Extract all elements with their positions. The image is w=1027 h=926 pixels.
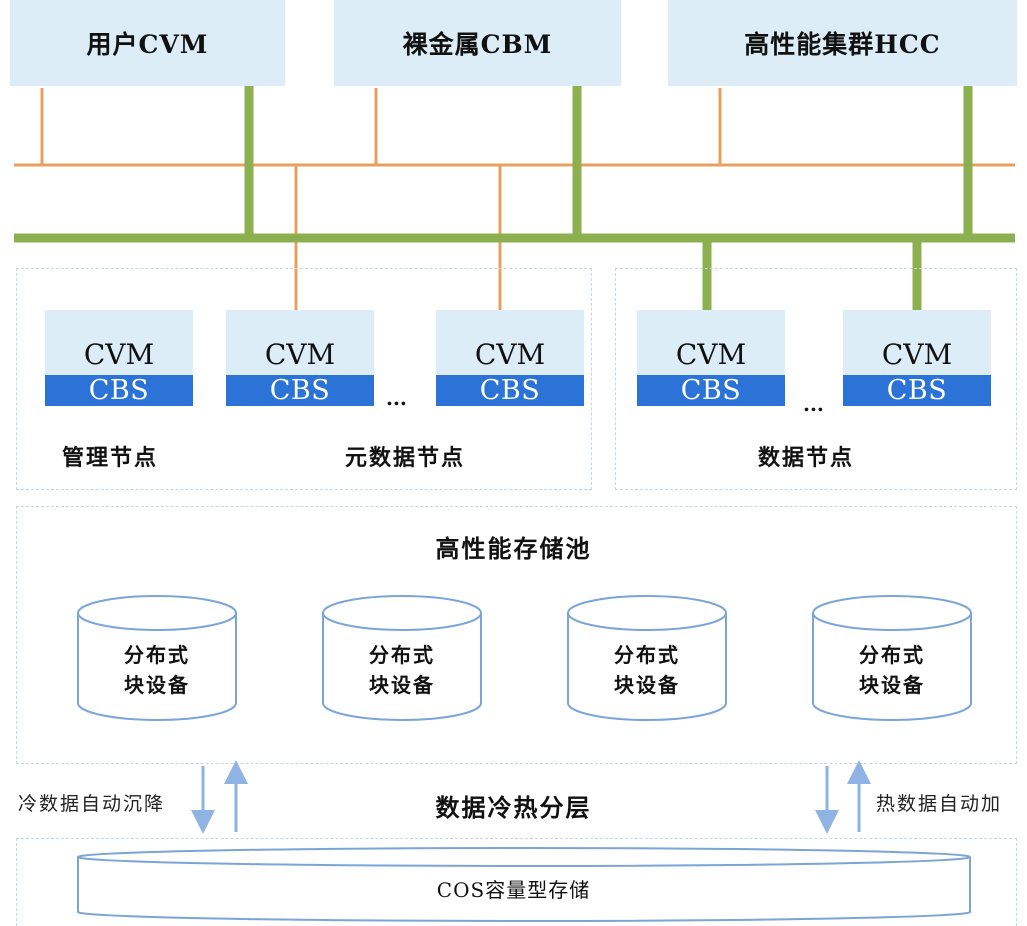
device-label-line1: 分布式 [614,643,680,667]
storage-pool-title: 高性能存储池 [435,534,592,563]
cbs-label: CBS [226,375,374,406]
device-label-line2: 块设备 [614,673,680,697]
device-label-line2: 块设备 [859,673,925,697]
distributed-block-device-cylinder [322,595,482,721]
bare-metal-cbm-box: 裸金属CBM [334,0,621,86]
distributed-block-device-cylinder [567,595,727,721]
user-cvm-label: 用户CVM [86,30,209,59]
ellipsis: ... [803,392,824,416]
cvm-label: CVM [45,310,193,375]
cold-data-label: 冷数据自动沉降 [18,793,166,815]
distributed-block-device-cylinder [812,595,972,721]
device-label: 分布式 块设备 [568,640,726,700]
device-label-line1: 分布式 [369,643,435,667]
device-label-line2: 块设备 [369,673,435,697]
cvm-label: CVM [843,310,991,375]
tiering-title: 数据冷热分层 [435,793,592,822]
data-node: CVM CBS [843,310,991,406]
data-node-section [615,268,1017,490]
bare-metal-cbm-label: 裸金属CBM [402,30,553,59]
hpc-hcc-box: 高性能集群HCC [668,0,1017,86]
cvm-label: CVM [436,310,584,375]
cos-section [16,838,1017,926]
cvm-label: CVM [637,310,785,375]
management-node-label: 管理节点 [62,445,159,471]
metadata-node-label: 元数据节点 [345,445,466,471]
cvm-label: CVM [226,310,374,375]
distributed-block-device-cylinder [77,595,237,721]
data-node: CVM CBS [637,310,785,406]
device-label: 分布式 块设备 [323,640,481,700]
device-label-line1: 分布式 [859,643,925,667]
device-label: 分布式 块设备 [813,640,971,700]
user-cvm-box: 用户CVM [10,0,285,86]
ellipsis: ... [386,386,407,410]
cos-label: COS容量型存储 [436,878,591,902]
metadata-node: CVM CBS [436,310,584,406]
metadata-node: CVM CBS [226,310,374,406]
hpc-hcc-label: 高性能集群HCC [744,30,941,59]
device-label-line1: 分布式 [124,643,190,667]
cbs-label: CBS [45,375,193,406]
management-node: CVM CBS [45,310,193,406]
hot-data-label: 热数据自动加 [876,793,1003,815]
cbs-label: CBS [436,375,584,406]
cbs-label: CBS [843,375,991,406]
cbs-label: CBS [637,375,785,406]
storage-pool-section [16,506,1017,764]
device-label-line2: 块设备 [124,673,190,697]
data-node-label: 数据节点 [758,445,855,471]
device-label: 分布式 块设备 [78,640,236,700]
management-metadata-section [16,268,592,490]
